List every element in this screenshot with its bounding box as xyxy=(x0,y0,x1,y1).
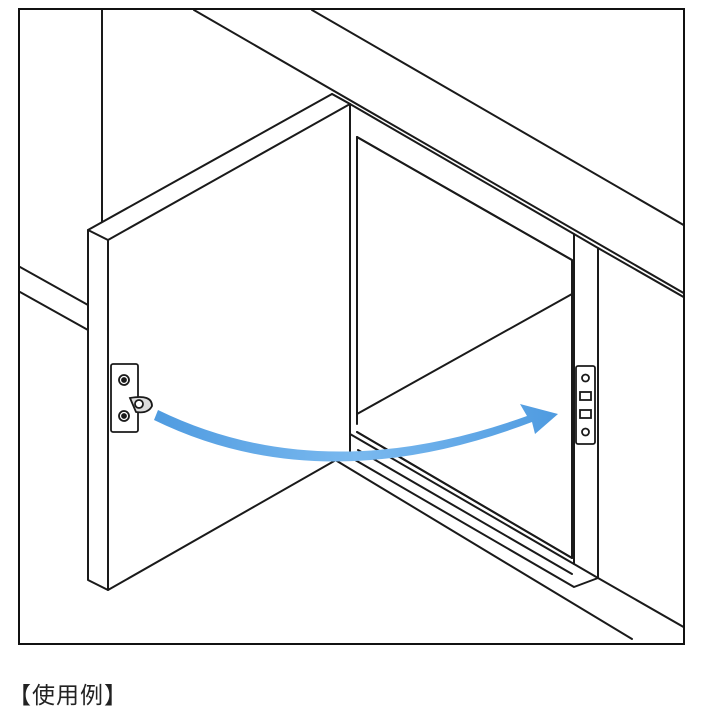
illustration-frame xyxy=(18,8,685,645)
latch-hardware-icon xyxy=(110,363,153,433)
cabinet-illustration xyxy=(20,10,683,640)
back-wall-lines xyxy=(20,10,683,331)
strike-plate-icon xyxy=(575,365,596,445)
caption: 【使用例】 xyxy=(8,683,128,709)
curved-arrow-icon xyxy=(154,404,558,462)
bottom-ledge xyxy=(331,449,633,640)
open-door xyxy=(87,93,351,591)
cabinet-interior xyxy=(356,136,573,559)
